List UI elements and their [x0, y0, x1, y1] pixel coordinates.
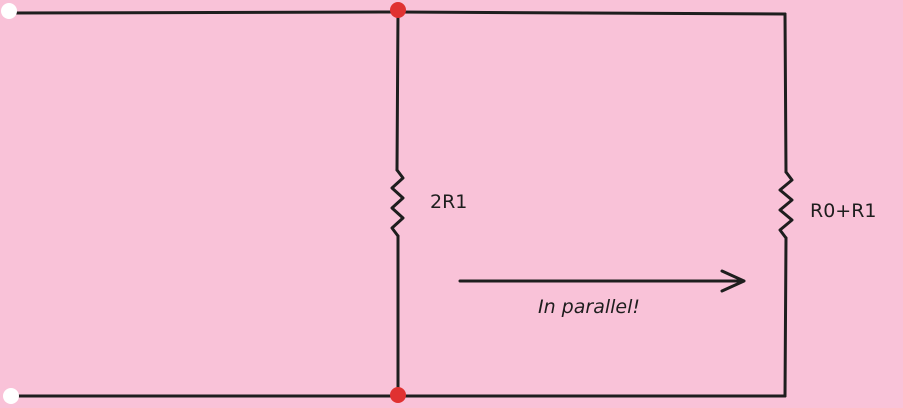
junction-dot-bottom — [390, 387, 406, 403]
resistor-r0-r1-label: R0+R1 — [810, 200, 877, 222]
right-branch-wire-top — [783, 12, 788, 174]
terminal-dot-top — [1, 3, 17, 19]
left-branch-wire-top — [395, 10, 400, 172]
right-branch-wire-bottom — [783, 236, 788, 398]
arrow-label: In parallel! — [538, 296, 640, 318]
resistor-2r1-label: 2R1 — [430, 191, 467, 213]
terminal-dot-bottom — [3, 388, 19, 404]
resistor-r0-r1 — [778, 170, 794, 240]
junction-dot-top — [390, 2, 406, 18]
resistor-2r1 — [390, 168, 405, 238]
parallel-arrow-icon — [458, 269, 746, 293]
